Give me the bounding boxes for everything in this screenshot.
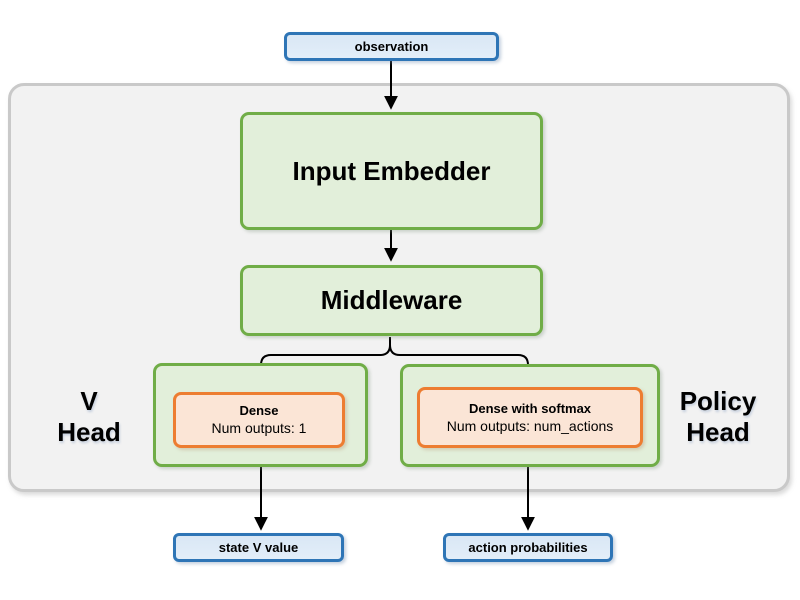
v-head-dense-node: Dense Num outputs: 1 (173, 392, 345, 448)
v-head-label: V Head (30, 386, 148, 447)
state-v-value-label: state V value (218, 540, 299, 555)
state-v-value-node: state V value (173, 533, 344, 562)
middleware-node: Middleware (240, 265, 543, 336)
policy-head-dense-node: Dense with softmax Num outputs: num_acti… (417, 387, 643, 448)
action-probabilities-label: action probabilities (468, 540, 588, 555)
input-embedder-node: Input Embedder (240, 112, 543, 230)
policy-head-label-line2: Head (686, 416, 750, 447)
policy-dense-title: Dense with softmax (468, 400, 592, 416)
v-dense-subtitle: Num outputs: 1 (211, 420, 307, 437)
policy-dense-subtitle: Num outputs: num_actions (446, 417, 614, 434)
observation-node: observation (284, 32, 499, 61)
middleware-label: Middleware (320, 285, 463, 315)
v-dense-title: Dense (239, 403, 279, 419)
v-head-label-line2: Head (57, 416, 121, 447)
policy-head-label-line1: Policy (679, 386, 757, 416)
input-embedder-label: Input Embedder (292, 155, 491, 186)
v-head-label-line1: V (80, 386, 98, 416)
action-probabilities-node: action probabilities (443, 533, 613, 562)
policy-head-label: Policy Head (662, 386, 774, 447)
observation-label: observation (354, 39, 429, 54)
